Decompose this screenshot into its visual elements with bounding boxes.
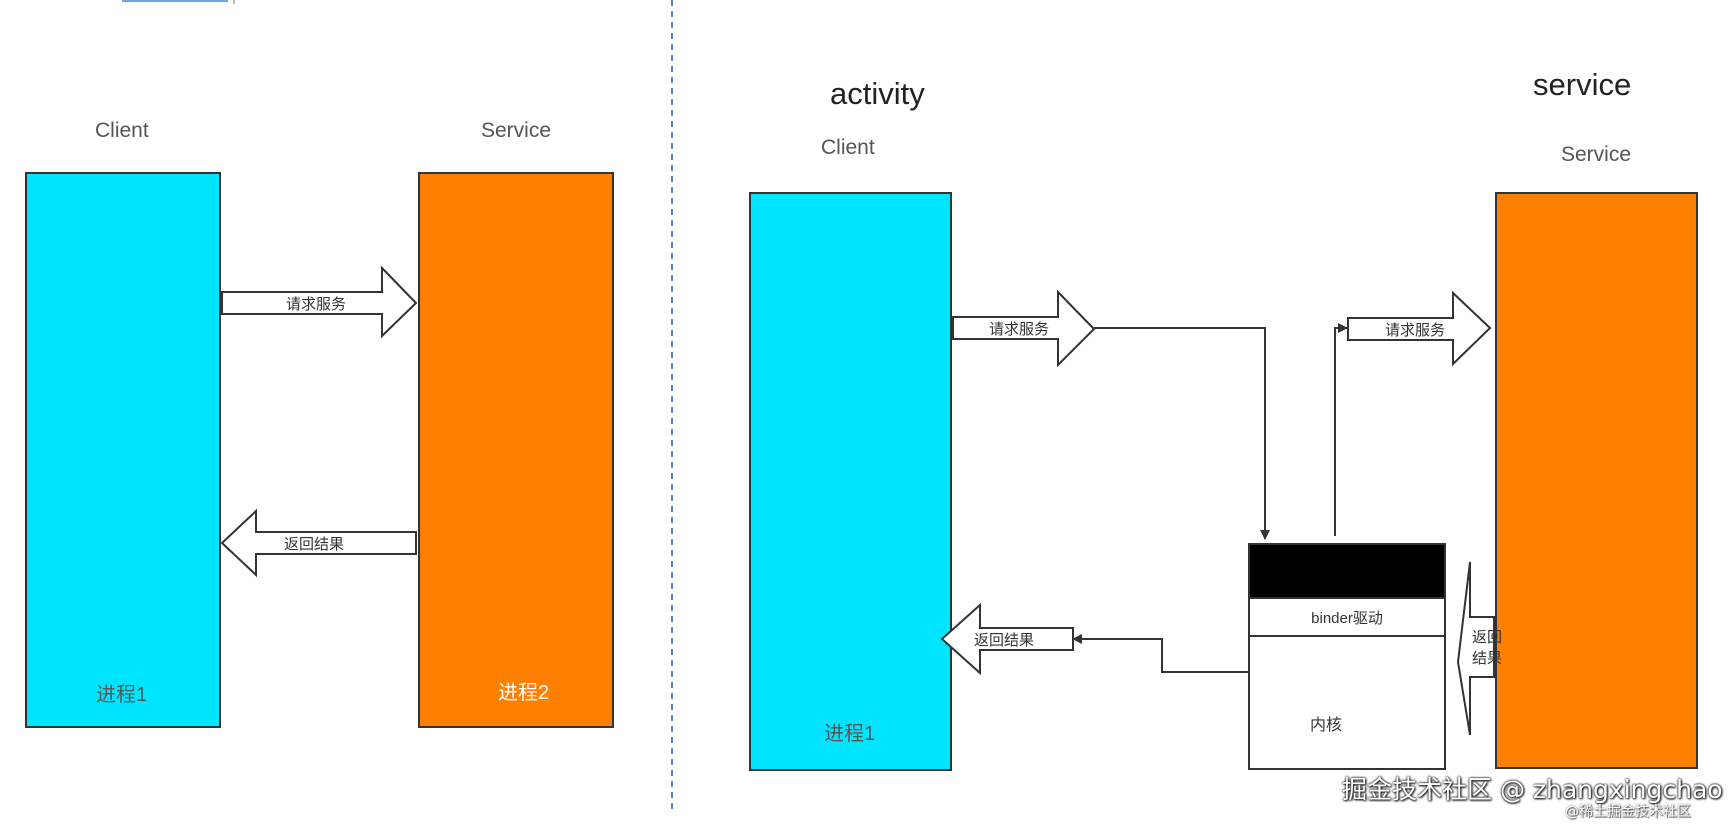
- right-diagram: activity service Client Service 进程1 请求服务…: [749, 67, 1698, 771]
- right-return-arrow-service: [1456, 561, 1495, 736]
- right-client-process-box: [749, 192, 952, 771]
- right-service-label: Service: [1561, 143, 1631, 166]
- right-return-vertical-label-2: 结果: [1472, 650, 1502, 667]
- connector-to-return: [1072, 634, 1249, 673]
- connector-from-binder: [1334, 323, 1348, 536]
- service-title-label: service: [1533, 67, 1631, 102]
- left-return-arrow: [220, 508, 417, 578]
- left-return-arrow-label: 返回结果: [284, 536, 344, 553]
- right-request-arrow-service: [1347, 290, 1492, 367]
- left-service-label: Service: [481, 119, 551, 142]
- right-request-arrow-service-label: 请求服务: [1385, 322, 1445, 339]
- kernel-label: 内核: [1310, 716, 1342, 734]
- right-return-vertical-label-1: 返回: [1472, 629, 1502, 646]
- right-request-arrow-client: [952, 289, 1096, 368]
- watermark-main: 掘金技术社区 @ zhangxingchao: [1342, 775, 1723, 804]
- connector-to-binder: [1094, 327, 1270, 540]
- right-request-arrow-client-label: 请求服务: [989, 321, 1049, 338]
- left-client-label: Client: [95, 119, 149, 142]
- right-process1-label: 进程1: [824, 722, 875, 745]
- binder-header-block: [1248, 543, 1446, 599]
- left-diagram: Client Service 进程1 进程2 请求服务 返回结果: [25, 119, 614, 728]
- binder-label: binder驱动: [1311, 610, 1383, 627]
- right-client-label: Client: [821, 136, 875, 159]
- left-process1-label: 进程1: [96, 683, 147, 706]
- right-service-process-box: [1495, 192, 1698, 769]
- left-service-process-box: [418, 172, 614, 728]
- watermark-sub: @稀土掘金技术社区: [1565, 804, 1691, 820]
- left-request-arrow-label: 请求服务: [286, 296, 346, 313]
- right-return-arrow-client: [940, 602, 1074, 676]
- activity-label: activity: [830, 76, 925, 111]
- left-request-arrow: [221, 265, 418, 339]
- left-client-process-box: [25, 172, 221, 728]
- right-return-arrow-client-label: 返回结果: [974, 632, 1034, 649]
- left-process2-label: 进程2: [498, 681, 549, 704]
